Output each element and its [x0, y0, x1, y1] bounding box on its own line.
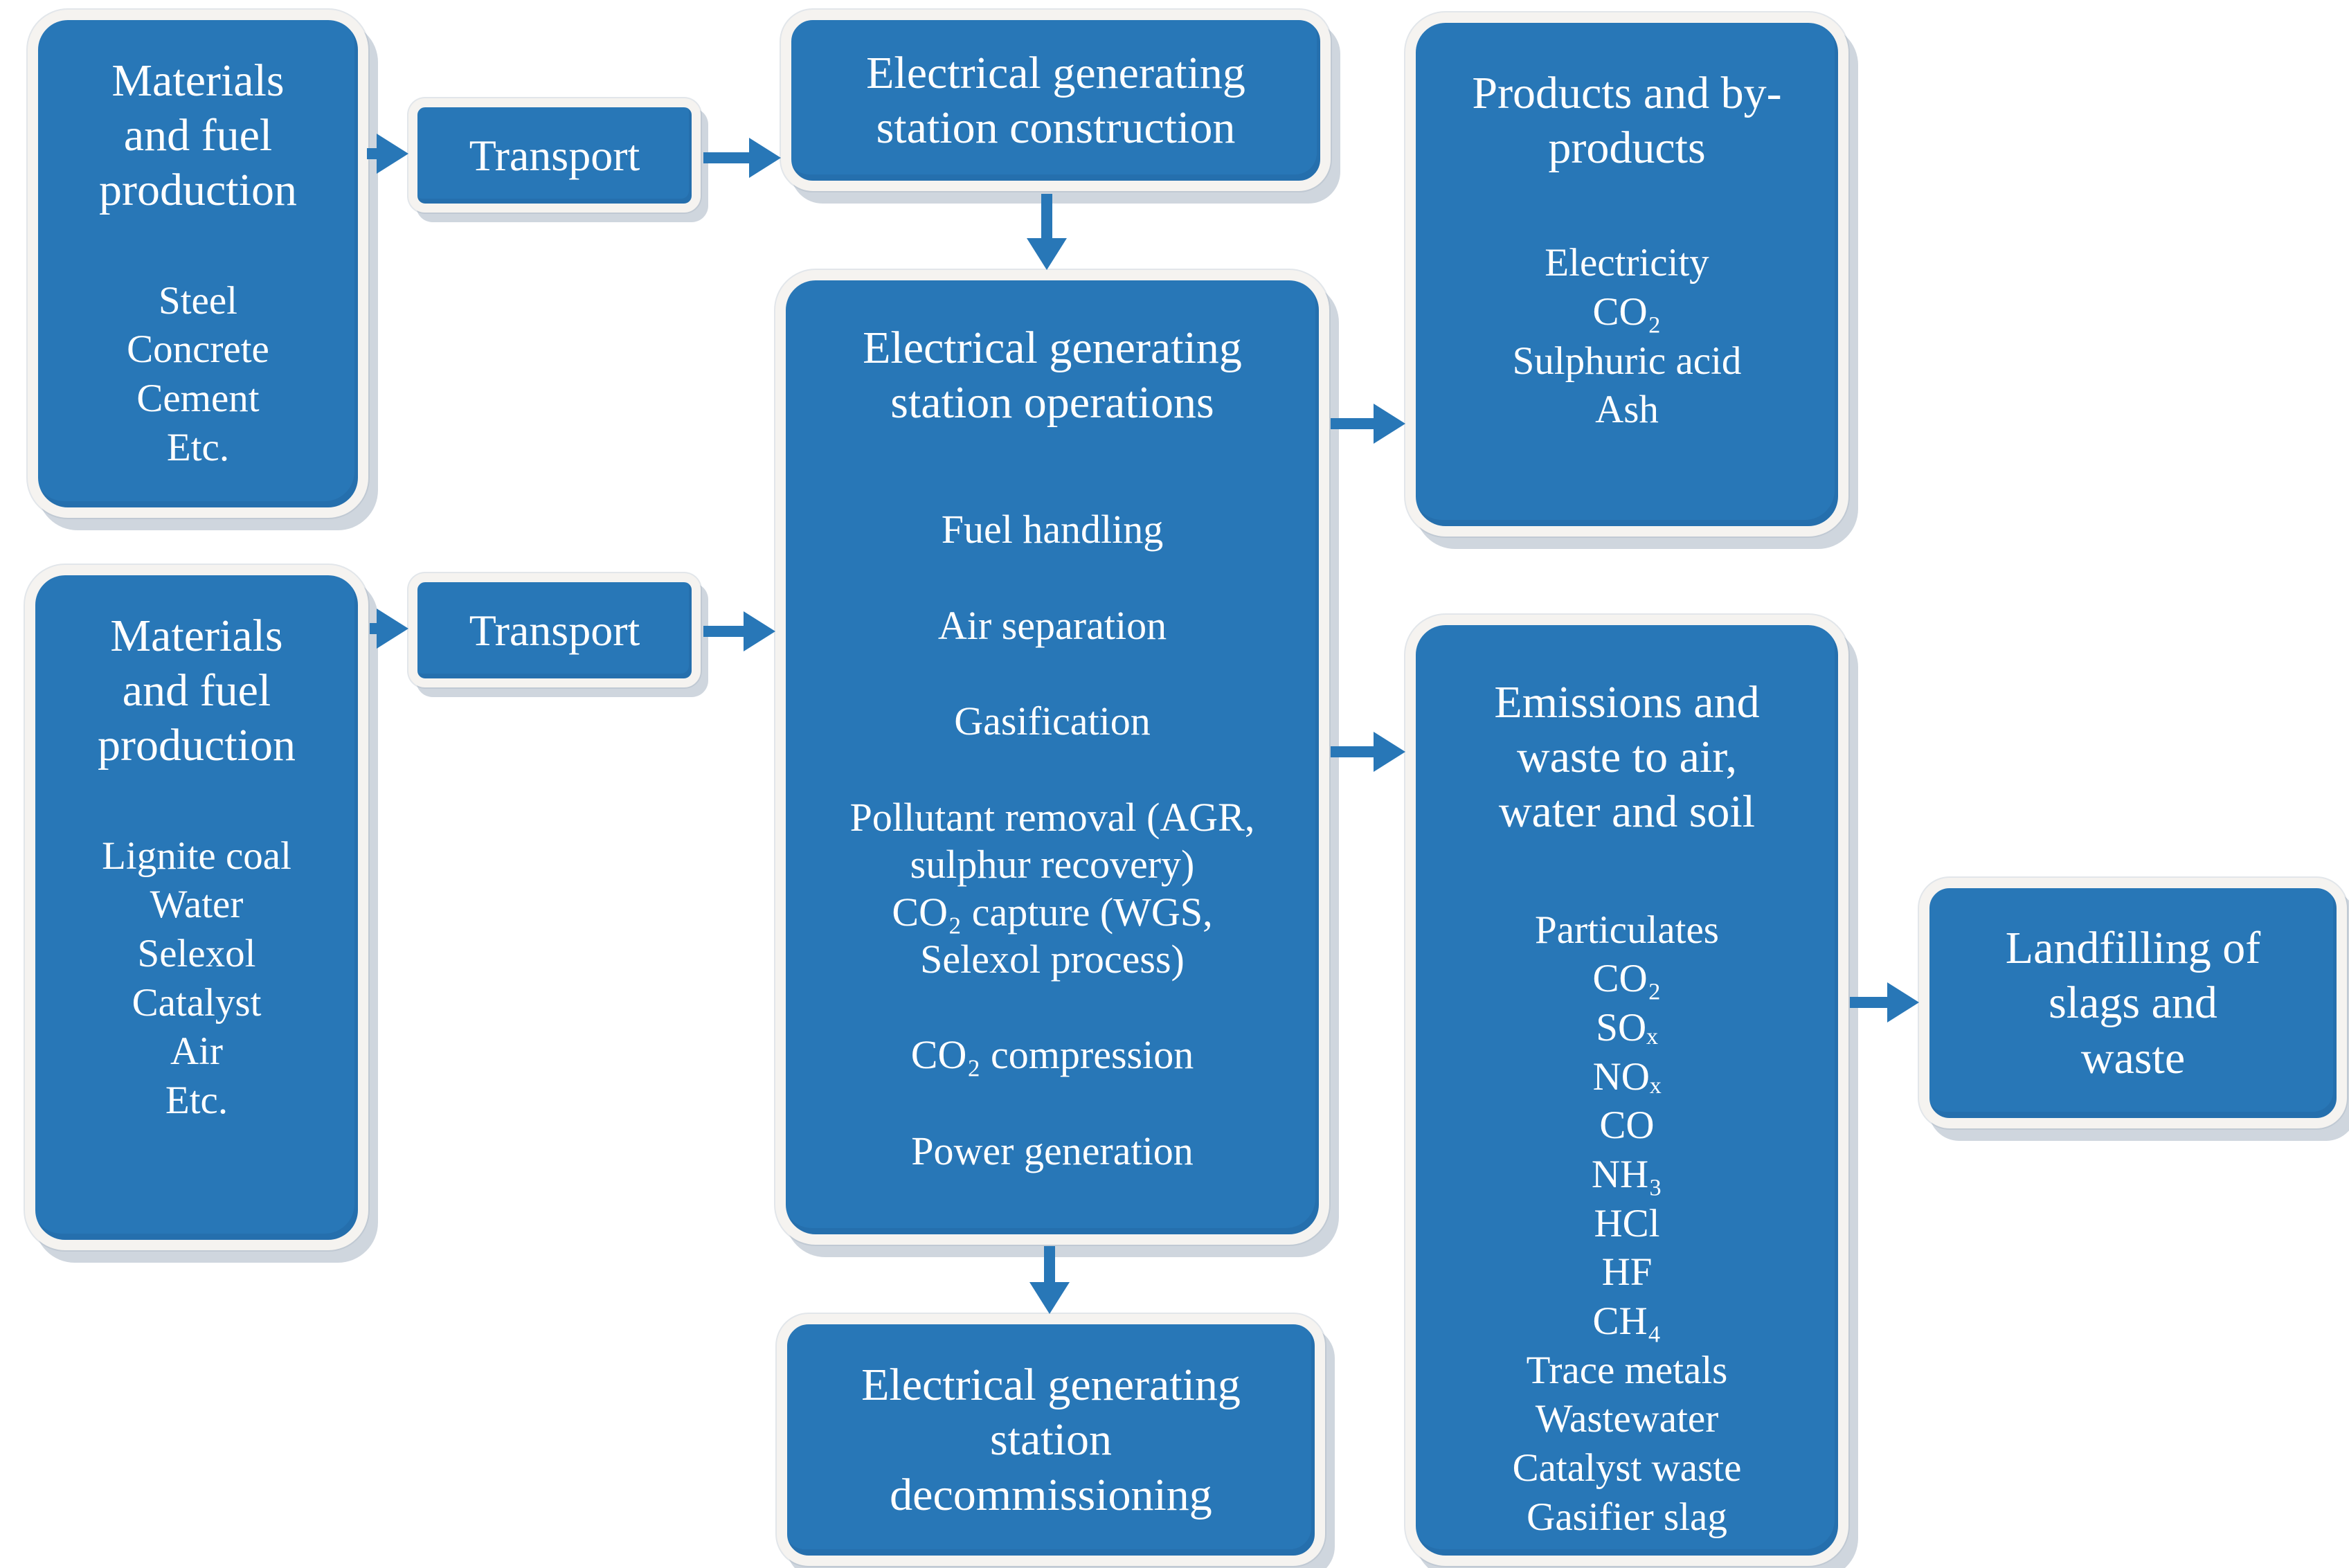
- list-item: Catalyst: [132, 980, 262, 1025]
- list-item: NH₃: [1591, 1152, 1663, 1196]
- arrow-head: [1029, 1282, 1070, 1314]
- box-title: Transport: [469, 130, 640, 180]
- list-item: Fuel handling: [941, 507, 1164, 552]
- box-station-operations: Electrical generating station operations…: [775, 270, 1329, 1245]
- box-item-list: Steel Concrete Cement Etc.: [38, 277, 358, 473]
- list-item: Concrete: [127, 327, 269, 372]
- list-item: Power generation: [911, 1128, 1194, 1173]
- list-item: SOₓ: [1596, 1005, 1658, 1049]
- arrow-shaft: [1331, 746, 1374, 757]
- box-title: Landfilling of slags and waste: [2005, 923, 2261, 1083]
- box-item-list: Lignite coal Water Selexol Catalyst Air …: [35, 832, 358, 1126]
- arrow-shaft: [1331, 418, 1374, 429]
- box-item-list: Electricity CO₂ Sulphuric acid Ash: [1416, 239, 1838, 435]
- list-item: Wastewater: [1535, 1397, 1719, 1441]
- arrow-head: [1374, 404, 1405, 444]
- arrow-head: [1887, 982, 1919, 1022]
- arrow-shaft: [703, 152, 749, 163]
- list-item: Etc.: [166, 425, 230, 469]
- list-item: Gasifier slag: [1527, 1495, 1727, 1539]
- list-item: Steel: [159, 278, 237, 323]
- list-item: Ash: [1595, 388, 1659, 432]
- list-item: Pollutant removal (AGR, sulphur recovery…: [849, 794, 1255, 982]
- arrow-shaft: [1044, 1246, 1055, 1282]
- arrow-head: [377, 134, 408, 174]
- list-item: Cement: [136, 376, 260, 420]
- list-item: Catalyst waste: [1512, 1445, 1742, 1490]
- box-title: Electrical generating station operations: [863, 323, 1242, 429]
- box-item-list: Fuel handling Air separation Gasificatio…: [786, 506, 1319, 1175]
- list-item: Water: [150, 883, 244, 927]
- box-transport-bottom: Transport: [408, 573, 701, 687]
- box-title: Electrical generating station constructi…: [866, 47, 1245, 153]
- list-item: Air: [170, 1029, 223, 1074]
- list-item: CO: [1599, 1103, 1655, 1148]
- box-landfilling: Landfilling of slags and waste: [1919, 878, 2347, 1128]
- box-decommissioning: Electrical generating station decommissi…: [777, 1314, 1325, 1566]
- box-title: Products and by- products: [1472, 68, 1782, 174]
- arrow-shaft: [370, 623, 377, 634]
- box-title: Materials and fuel production: [99, 55, 297, 216]
- list-item: NOₓ: [1592, 1054, 1662, 1099]
- arrow-shaft: [367, 148, 377, 159]
- arrow-head: [1027, 238, 1067, 270]
- list-item: Selexol: [137, 931, 256, 975]
- arrow-construction-to-operations: [1026, 194, 1068, 270]
- list-item: Particulates: [1535, 908, 1719, 952]
- arrow-shaft: [1041, 194, 1052, 238]
- arrow-head: [749, 138, 781, 178]
- arrow-head: [377, 609, 408, 649]
- box-materials-construction: Materials and fuel production Steel Conc…: [28, 10, 368, 518]
- list-item: Lignite coal: [102, 833, 291, 878]
- list-item: Electricity: [1545, 241, 1709, 285]
- list-item: HCl: [1594, 1201, 1660, 1245]
- list-item: Air separation: [937, 602, 1167, 648]
- arrow-operations-to-decommissioning: [1029, 1246, 1070, 1314]
- box-item-list: Particulates CO₂ SOₓ NOₓ CO NH₃ HCl HF C…: [1416, 906, 1838, 1542]
- arrow-shaft: [703, 626, 744, 637]
- arrow-materials-fuel-to-transport-bottom: [370, 608, 408, 649]
- box-title: Emissions and waste to air, water and so…: [1494, 677, 1760, 838]
- list-item: Sulphuric acid: [1512, 339, 1742, 383]
- list-item: CH₄: [1592, 1299, 1662, 1343]
- arrow-shaft: [1850, 997, 1887, 1008]
- arrow-emissions-to-landfilling: [1850, 982, 1919, 1023]
- box-title: Electrical generating station decommissi…: [861, 1360, 1241, 1520]
- list-item: CO₂: [1592, 957, 1662, 1001]
- arrow-operations-to-emissions: [1331, 731, 1405, 773]
- box-title: Materials and fuel production: [98, 611, 296, 771]
- box-station-construction: Electrical generating station constructi…: [781, 10, 1331, 191]
- list-item: Trace metals: [1526, 1348, 1728, 1392]
- arrow-head: [1374, 732, 1405, 772]
- list-item: HF: [1601, 1250, 1653, 1295]
- arrow-transport-bottom-to-operations: [703, 611, 775, 652]
- list-item: CO₂ compression: [910, 1032, 1194, 1078]
- arrow-head: [744, 611, 775, 651]
- list-item: CO₂: [1592, 290, 1662, 334]
- box-transport-top: Transport: [408, 98, 701, 213]
- list-item: Etc.: [165, 1078, 228, 1122]
- box-materials-fuel: Materials and fuel production Lignite co…: [25, 565, 368, 1250]
- arrow-operations-to-products: [1331, 403, 1405, 444]
- arrow-transport-top-to-construction: [703, 137, 781, 179]
- box-products: Products and by- products Electricity CO…: [1405, 12, 1848, 537]
- box-title: Transport: [469, 605, 640, 655]
- box-emissions: Emissions and waste to air, water and so…: [1405, 615, 1848, 1566]
- list-item: Gasification: [954, 699, 1151, 744]
- arrow-materials-construction-to-transport-top: [367, 133, 408, 174]
